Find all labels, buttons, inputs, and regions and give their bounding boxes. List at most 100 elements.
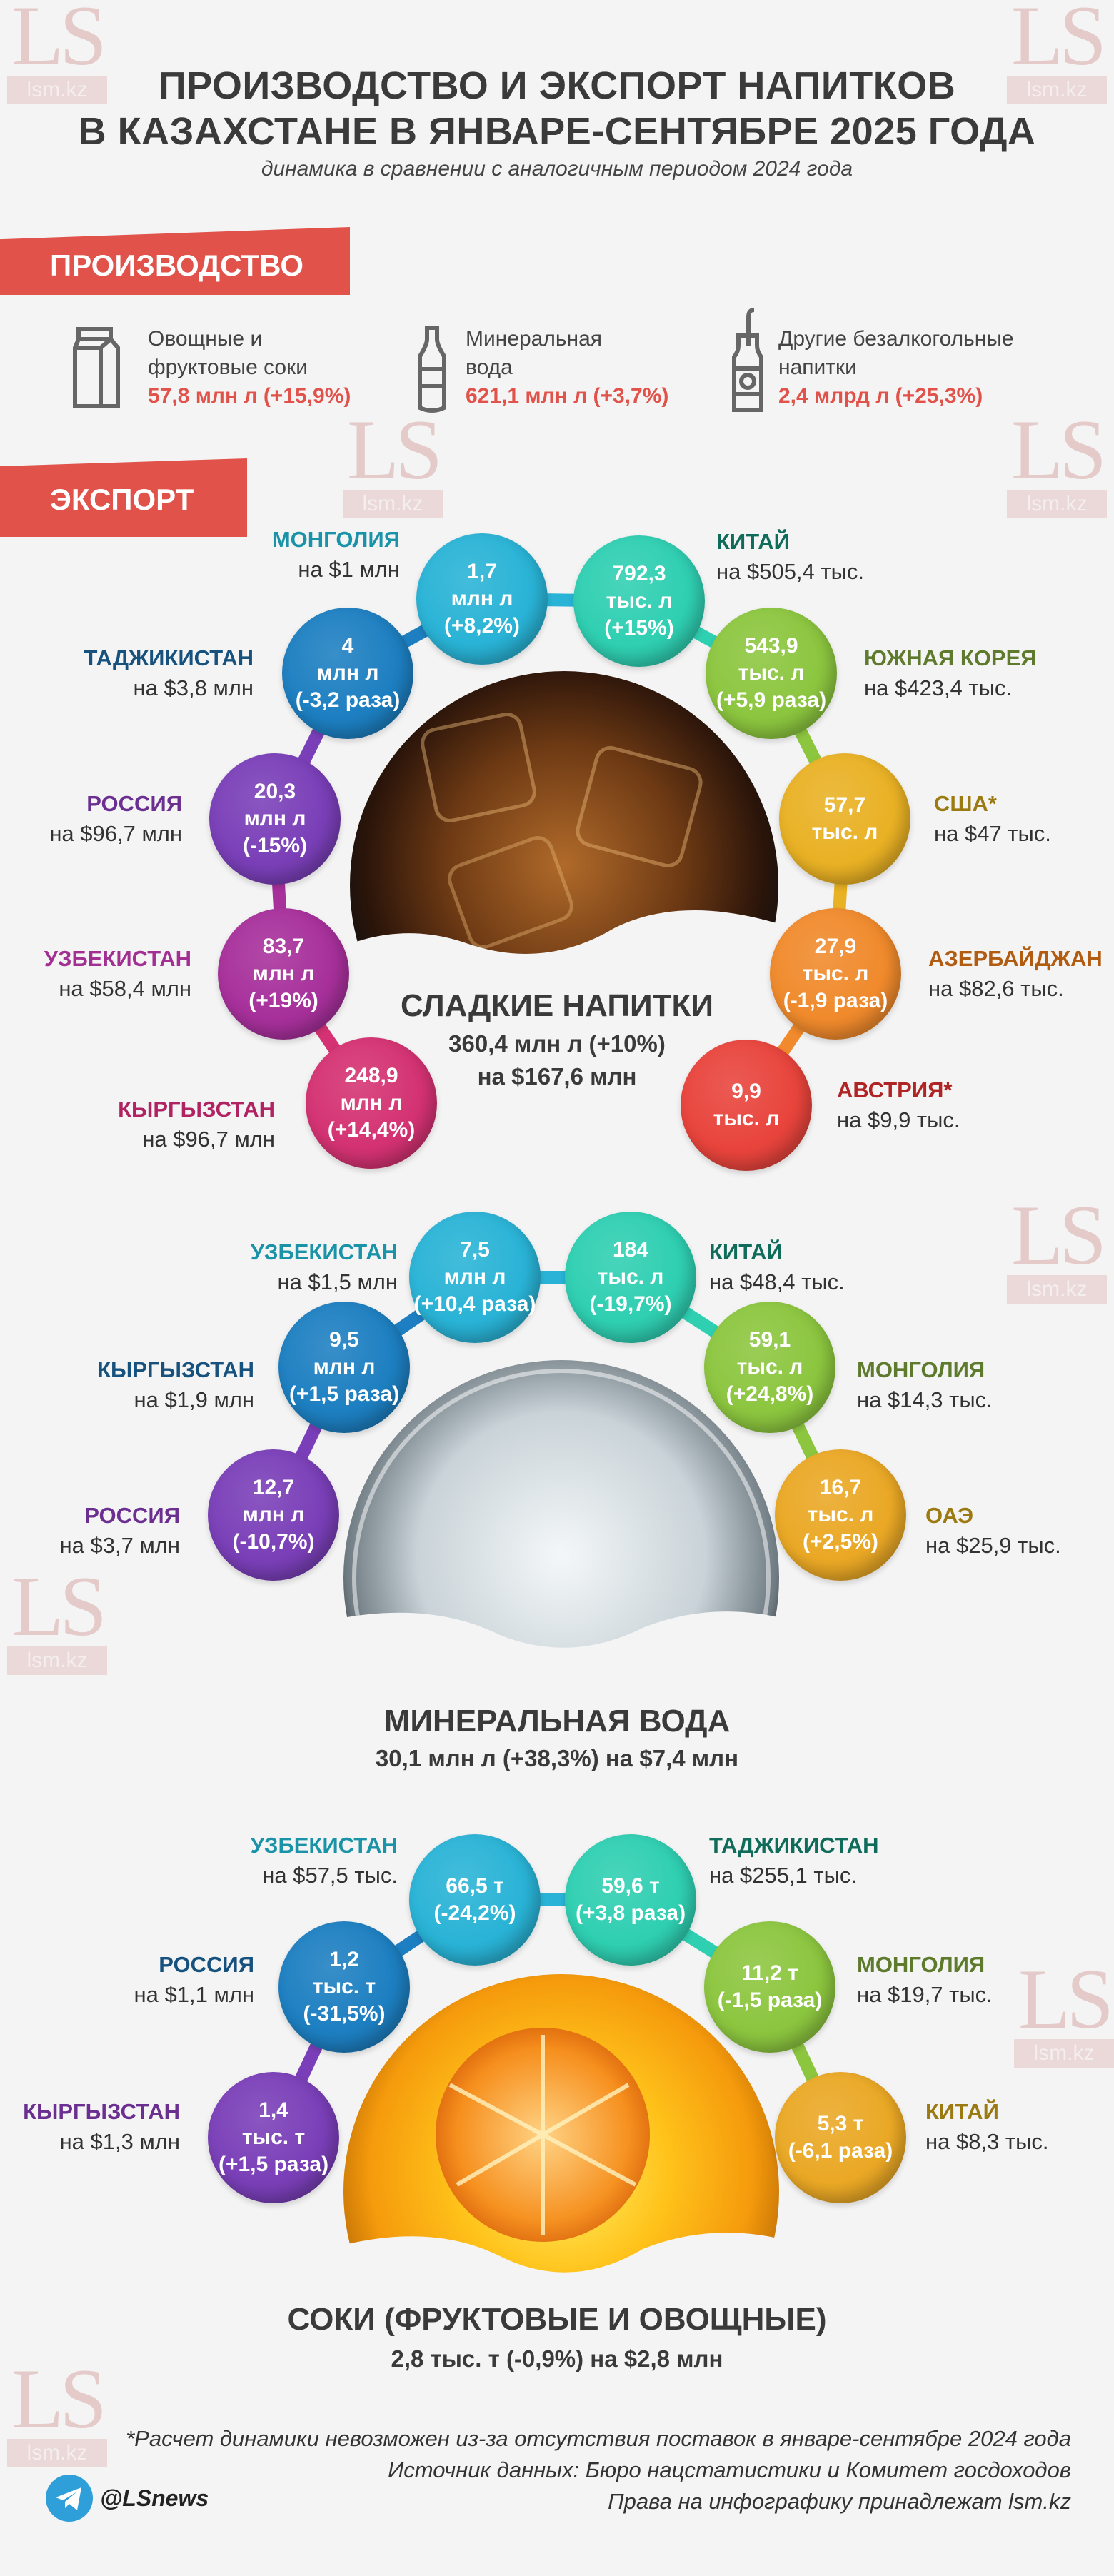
sweet-drinks-volume: 360,4 млн л (+10%)	[448, 1030, 666, 1057]
export-amount: на $57,5 тыс.	[262, 1863, 398, 1888]
page-title-line1: ПРОИЗВОДСТВО И ЭКСПОРТ НАПИТКОВ	[158, 64, 956, 107]
export-volume-text: 9,9	[731, 1080, 761, 1103]
country-label: РОССИЯ на $3,7 млн	[60, 1501, 180, 1561]
country-name: АЗЕРБАЙДЖАН	[928, 946, 1103, 971]
country-name: УЗБЕКИСТАН	[250, 1833, 398, 1858]
export-volume-text: тыс. л	[736, 1355, 803, 1379]
export-amount: на $58,4 млн	[59, 976, 191, 1001]
production-label: Минеральная	[466, 327, 603, 351]
country-name: МОНГОЛИЯ	[857, 1952, 985, 1977]
production-value: 57,8 млн л (+15,9%)	[148, 384, 351, 408]
export-amount: на $3,7 млн	[59, 1533, 180, 1558]
juice-carton-icon	[73, 327, 120, 408]
export-amount: на $96,7 млн	[49, 821, 182, 846]
country-label: РОССИЯ на $96,7 млн	[49, 789, 182, 849]
export-volume-text: 792,3	[612, 562, 666, 585]
page-title-line2: В КАЗАХСТАНЕ В ЯНВАРЕ-СЕНТЯБРЕ 2025 ГОДА	[78, 110, 1036, 153]
export-volume-text: млн л	[244, 807, 306, 830]
export-volume-text: 9,5	[329, 1328, 359, 1352]
export-volume-text: 27,9	[814, 935, 857, 958]
orange-juice-glass-image	[328, 1974, 793, 2427]
country-label: США* на $47 тыс.	[934, 789, 1051, 849]
export-volume-text: (+5,9 раза)	[716, 688, 827, 712]
export-volume-text: (+15%)	[604, 616, 674, 640]
production-item-water-text: Минеральная вода 621,1 млн л (+3,7%)	[466, 325, 668, 411]
export-volume-text: 20,3	[254, 780, 296, 803]
country-name: КЫРГЫЗСТАН	[118, 1097, 275, 1122]
export-amount: на $1,1 млн	[134, 1982, 254, 2007]
sweet-drinks-value: на $167,6 млн	[477, 1063, 637, 1090]
production-label: Овощные и	[148, 327, 263, 351]
export-amount: на $47 тыс.	[934, 821, 1051, 846]
country-name: РОССИЯ	[86, 791, 182, 816]
country-name: УЗБЕКИСТАН	[44, 946, 191, 971]
export-volume-text: тыс. л	[597, 1265, 664, 1289]
export-volume-text: 1,2	[329, 1948, 359, 1971]
telegram-handle: @LSnews	[100, 2485, 209, 2511]
export-banner: ЭКСПОРТ	[0, 458, 247, 537]
country-name: ТАДЖИКИСТАН	[709, 1833, 879, 1858]
country-name: США*	[934, 791, 997, 816]
export-volume-text: (+19%)	[249, 989, 318, 1012]
sparkling-water-glass-image	[328, 1360, 793, 1813]
country-name: ТАДЖИКИСТАН	[84, 645, 254, 670]
export-amount: на $505,4 тыс.	[716, 559, 864, 584]
country-name: МОНГОЛИЯ	[271, 527, 400, 552]
country-name: РОССИЯ	[84, 1503, 180, 1528]
export-volume-text: (+3,8 раза)	[575, 1901, 686, 1925]
production-label: напитки	[778, 356, 857, 379]
export-volume-text: 543,9	[744, 634, 798, 658]
export-amount: на $1 млн	[298, 557, 400, 582]
export-volume-text: 16,7	[819, 1476, 862, 1499]
mineral-water-title: МИНЕРАЛЬНАЯ ВОДА	[383, 1704, 731, 1739]
production-label: фруктовые соки	[148, 356, 308, 379]
export-volume-circle: 9,9 тыс. л	[681, 1040, 812, 1171]
export-volume-text: (+14,4%)	[327, 1118, 416, 1142]
export-amount: на $82,6 тыс.	[928, 976, 1064, 1001]
export-volume-circle: 20,3 млн л (-15%)	[209, 753, 341, 885]
export-volume-text: (+1,5 раза)	[218, 2153, 329, 2176]
export-amount: на $9,9 тыс.	[837, 1107, 960, 1132]
page-subtitle: динамика в сравнении с аналогичным перио…	[261, 157, 853, 181]
production-banner-label: ПРОИЗВОДСТВО	[50, 248, 304, 282]
export-volume-text: (-3,2 раза)	[295, 688, 401, 712]
production-label: вода	[466, 356, 513, 379]
export-volume-text: 184	[612, 1238, 649, 1262]
export-amount: на $14,3 тыс.	[857, 1387, 993, 1412]
export-volume-text: млн л	[451, 587, 513, 610]
country-name: КЫРГЫЗСТАН	[23, 2099, 180, 2124]
export-volume-text: (-1,5 раза)	[717, 1988, 823, 2012]
production-value: 2,4 млрд л (+25,3%)	[778, 384, 983, 408]
export-volume-text: (-19,7%)	[589, 1292, 672, 1316]
export-volume-text: (+24,8%)	[726, 1382, 814, 1406]
soda-bottle-icon	[732, 308, 763, 412]
export-volume-text: тыс. л	[713, 1107, 780, 1130]
export-volume-text: (-15%)	[242, 834, 307, 857]
export-volume-text: (+8,2%)	[444, 614, 520, 638]
export-volume-text: (-6,1 раза)	[788, 2139, 893, 2163]
telegram-link[interactable]: @LSnews	[46, 2475, 209, 2522]
export-volume-text: 59,1	[748, 1328, 791, 1352]
production-item-water	[414, 325, 450, 418]
export-volume-circle: 59,1 тыс. л (+24,8%)	[704, 1302, 836, 1433]
export-volume-text: млн л	[242, 1503, 305, 1526]
country-name: АВСТРИЯ*	[837, 1077, 953, 1102]
